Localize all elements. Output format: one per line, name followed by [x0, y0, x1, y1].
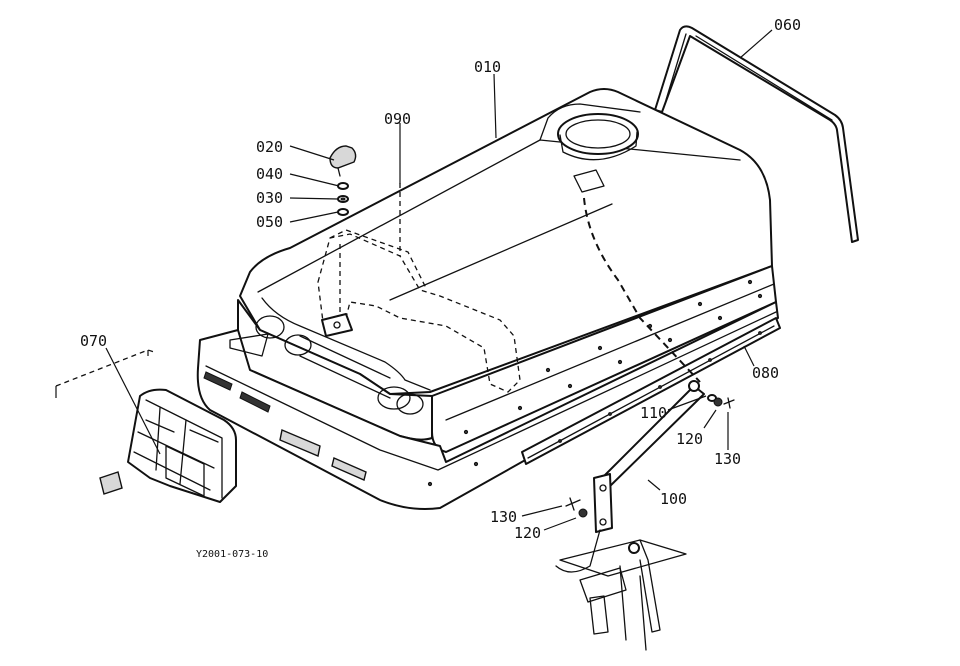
assembly-guide-line — [583, 197, 701, 383]
washer-050 — [337, 208, 349, 216]
washer-030 — [337, 195, 349, 203]
callout-050: 050 — [256, 213, 283, 231]
callout-130-upper: 130 — [714, 450, 741, 468]
callout-010: 010 — [474, 58, 501, 76]
insulator-090 — [317, 183, 521, 393]
washer-040 — [337, 182, 349, 190]
grille-070 — [99, 388, 237, 503]
callout-130-lower: 130 — [490, 508, 517, 526]
washer-120-lower — [578, 508, 588, 518]
callout-100: 100 — [660, 490, 687, 508]
knob-020 — [329, 145, 357, 177]
grille-guide-line — [55, 349, 155, 387]
callout-020: 020 — [256, 138, 283, 156]
callout-080: 080 — [752, 364, 779, 382]
callout-070: 070 — [80, 332, 107, 350]
callout-labels: 010 020 040 030 050 090 060 070 080 110 … — [80, 16, 801, 560]
callout-040: 040 — [256, 165, 283, 183]
washer-120-upper — [713, 397, 723, 407]
callout-090: 090 — [384, 110, 411, 128]
hood-010 — [196, 88, 779, 510]
stay-bracket — [321, 313, 353, 337]
callout-030: 030 — [256, 189, 283, 207]
leader-lines — [105, 29, 773, 531]
drawing-code: Y2001-073-10 — [196, 549, 268, 560]
frame-bracket — [555, 473, 687, 651]
clip-130-lower — [565, 497, 581, 511]
seal-060 — [654, 25, 859, 243]
callout-110: 110 — [640, 404, 667, 422]
rail-080 — [521, 317, 781, 465]
callout-120-upper: 120 — [676, 430, 703, 448]
clip-130-upper — [723, 397, 735, 409]
callout-060: 060 — [774, 16, 801, 34]
callout-120-lower: 120 — [514, 524, 541, 542]
